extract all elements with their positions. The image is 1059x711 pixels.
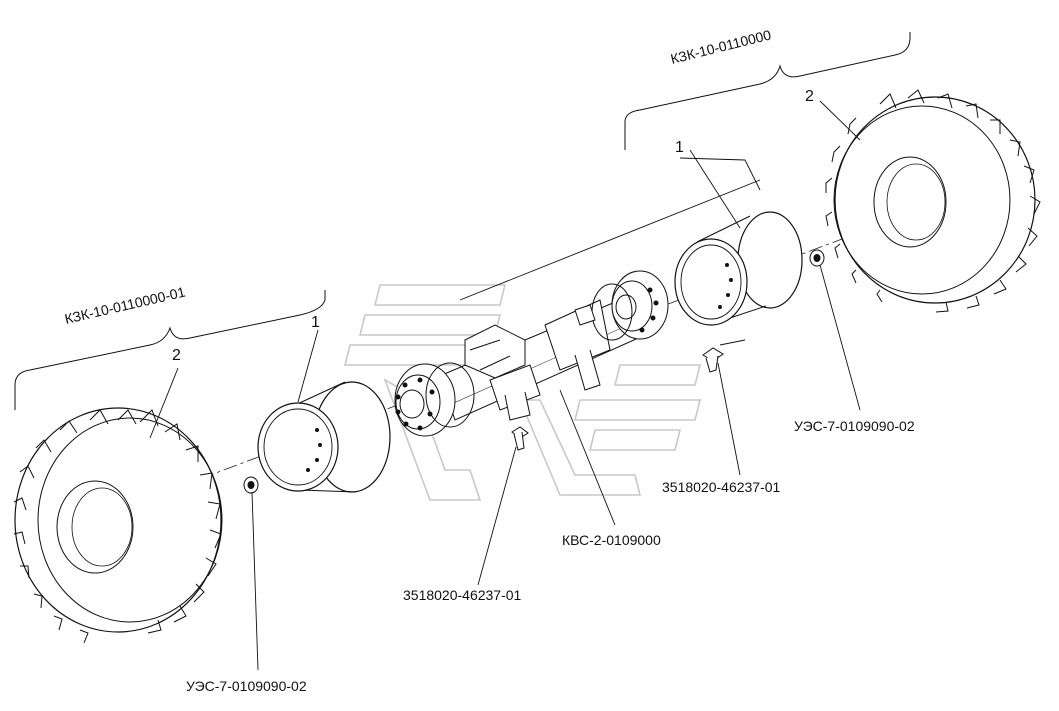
leader-lines: [149, 100, 861, 671]
right-nut: [809, 249, 825, 267]
label-left-tire-position: 2: [172, 347, 181, 364]
label-right-rim-position: 1: [675, 139, 684, 156]
label-right-nut: УЭС-7-0109090-02: [794, 418, 915, 434]
bracket-left-assembly: [14, 290, 326, 410]
label-left-rim-position: 1: [311, 314, 320, 331]
label-axle: КВС-2-0109000: [562, 532, 661, 548]
left-nut: [243, 476, 259, 494]
right-rim: [674, 211, 803, 326]
label-right-tire-position: 2: [805, 88, 814, 105]
label-center-bolt: 3518020-46237-01: [403, 587, 522, 603]
right-bolt: [702, 347, 724, 373]
right-tire: [825, 89, 1041, 313]
left-rim: [257, 381, 391, 493]
center-bolt: [511, 426, 529, 451]
left-tire: [13, 407, 223, 644]
label-assembly-left: КЗК-10-0110000-01: [63, 284, 187, 327]
axle-assembly: [394, 270, 669, 437]
bracket-right-assembly: [624, 32, 911, 150]
label-assembly-right: КЗК-10-0110000: [669, 26, 773, 66]
label-left-nut: УЭС-7-0109090-02: [186, 678, 307, 694]
label-right-bolt: 3518020-46237-01: [662, 479, 781, 495]
